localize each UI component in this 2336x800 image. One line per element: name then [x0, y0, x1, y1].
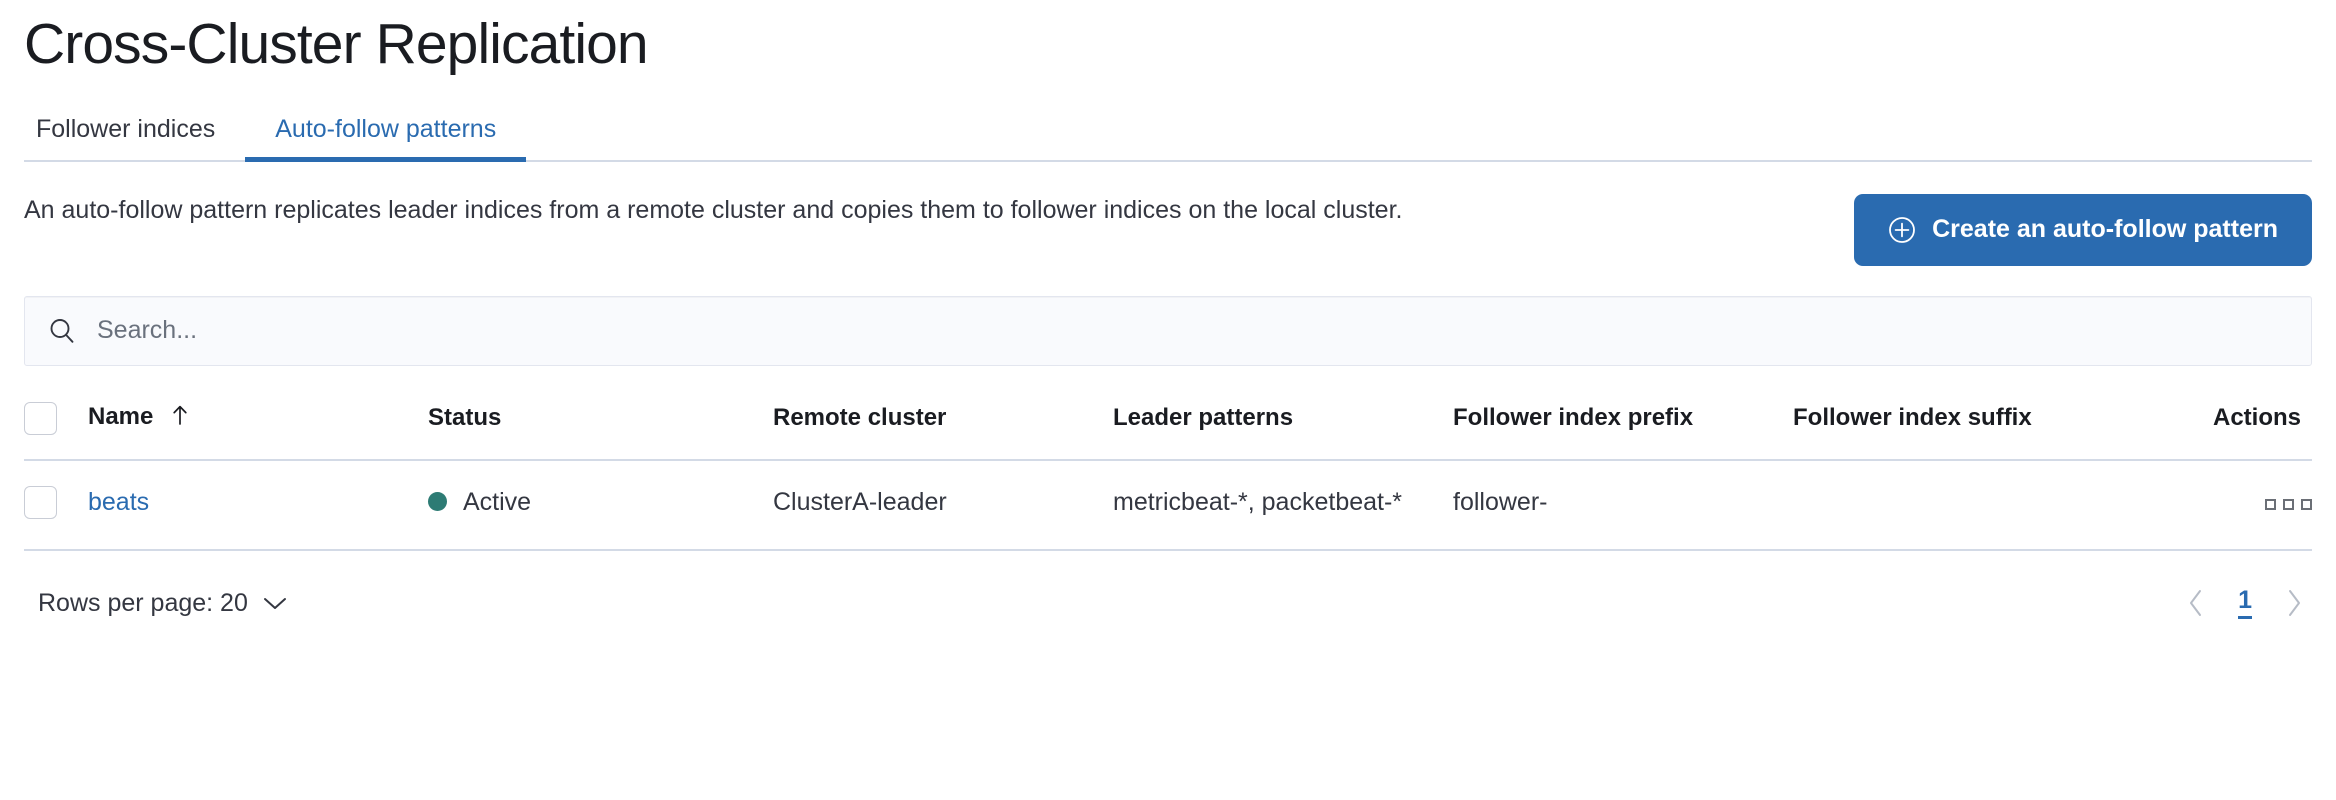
cell-leader-patterns: metricbeat-*, packetbeat-* — [1113, 459, 1453, 552]
rows-per-page-selector[interactable]: Rows per page: 20 — [38, 589, 288, 618]
table-header-row: Name Status Remote cluster Leader patter… — [24, 387, 2312, 461]
select-all-header — [24, 387, 88, 461]
table-row: beats Active ClusterA-leader metricbeat-… — [24, 459, 2312, 552]
cell-actions — [2213, 459, 2312, 552]
column-header-leader-patterns: Leader patterns — [1113, 387, 1453, 461]
status-dot-icon — [428, 492, 447, 512]
tab-follower-indices[interactable]: Follower indices — [24, 116, 245, 160]
column-header-remote-cluster: Remote cluster — [773, 387, 1113, 461]
create-auto-follow-pattern-button[interactable]: Create an auto-follow pattern — [1854, 193, 2312, 266]
table-footer: Rows per page: 20 1 — [24, 587, 2312, 619]
column-header-status: Status — [428, 387, 773, 461]
tab-bar: Follower indices Auto-follow patterns — [24, 104, 2312, 162]
column-header-follower-index-suffix: Follower index suffix — [1793, 387, 2213, 461]
table-body: beats Active ClusterA-leader metricbeat-… — [24, 459, 2312, 552]
rows-per-page-label: Rows per page: 20 — [38, 588, 248, 617]
status-label: Active — [463, 487, 532, 516]
row-checkbox[interactable] — [24, 486, 57, 520]
chevron-down-icon — [262, 589, 288, 618]
search-icon — [47, 316, 77, 346]
sort-ascending-icon — [170, 404, 190, 433]
select-all-checkbox[interactable] — [24, 401, 57, 435]
next-page-button[interactable] — [2286, 589, 2302, 617]
column-header-name[interactable]: Name — [88, 387, 428, 461]
column-header-name-label: Name — [88, 403, 154, 431]
page-title: Cross-Cluster Replication — [24, 12, 649, 76]
tab-auto-follow-patterns[interactable]: Auto-follow patterns — [245, 116, 527, 162]
plus-in-circle-icon — [1888, 216, 1916, 244]
actions-menu-icon[interactable] — [2265, 498, 2312, 510]
page-description: An auto-follow pattern replicates leader… — [24, 195, 1403, 224]
column-header-follower-index-prefix: Follower index prefix — [1453, 387, 1793, 461]
cell-name: beats — [88, 459, 428, 552]
cell-follower-index-suffix — [1793, 459, 2213, 552]
previous-page-button[interactable] — [2188, 589, 2204, 617]
pagination: 1 — [2188, 587, 2302, 619]
description-row: An auto-follow pattern replicates leader… — [24, 192, 2312, 266]
cell-status: Active — [428, 459, 773, 552]
cell-remote-cluster: ClusterA-leader — [773, 459, 1113, 552]
page-number-1[interactable]: 1 — [2238, 587, 2252, 619]
pattern-name-link[interactable]: beats — [88, 487, 150, 516]
auto-follow-patterns-table: Name Status Remote cluster Leader patter… — [24, 387, 2312, 552]
search-input[interactable] — [95, 296, 2289, 365]
create-button-label: Create an auto-follow pattern — [1932, 215, 2278, 244]
column-header-actions: Actions — [2213, 387, 2312, 461]
cell-follower-index-prefix: follower- — [1453, 459, 1793, 552]
row-select-cell — [24, 459, 88, 552]
table-head: Name Status Remote cluster Leader patter… — [24, 387, 2312, 461]
search-bar[interactable] — [24, 295, 2312, 366]
